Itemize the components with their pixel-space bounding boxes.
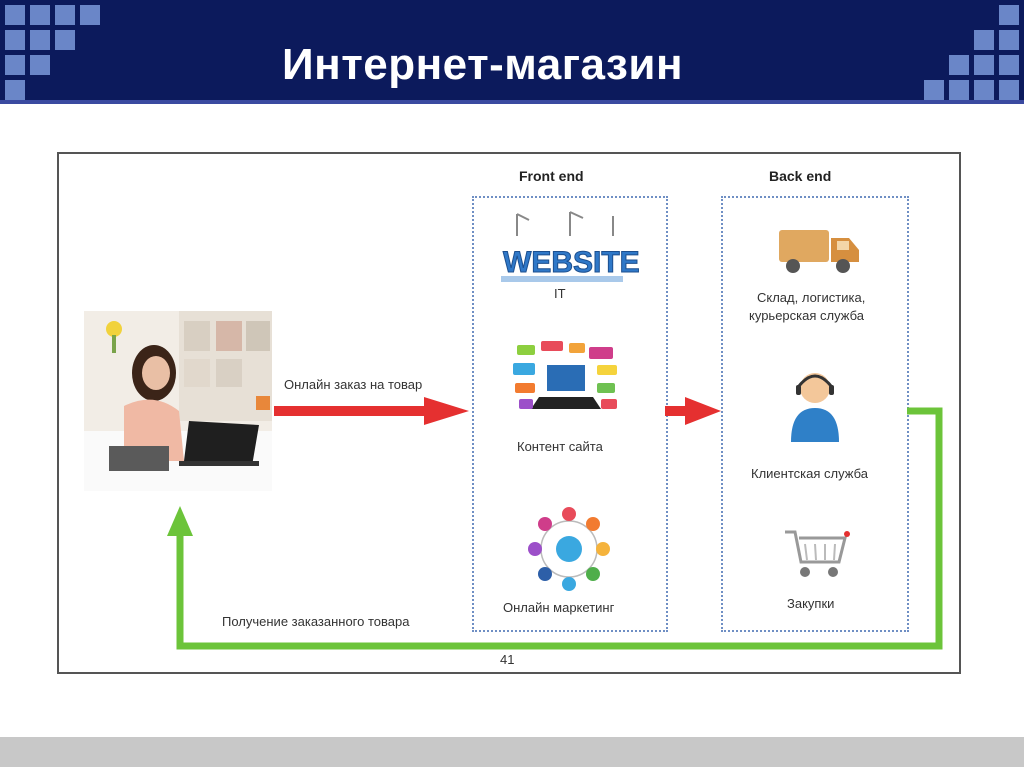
decor-square xyxy=(80,5,100,25)
decor-square xyxy=(5,55,25,75)
website-icon: WEBSITE xyxy=(501,211,640,282)
decor-square xyxy=(974,80,994,100)
decor-square xyxy=(30,30,50,50)
handoff-arrow-shaft xyxy=(665,406,685,416)
woman-laptop-photo xyxy=(84,311,272,491)
network-icon xyxy=(528,507,610,591)
decor-square xyxy=(5,5,25,25)
order-arrow-label: Онлайн заказ на товар xyxy=(284,377,423,392)
back-end-item-label-warehouse-line1: Склад, логистика, xyxy=(757,290,866,305)
truck-icon xyxy=(779,230,859,273)
decor-square xyxy=(55,30,75,50)
decor-square xyxy=(974,30,994,50)
decor-square xyxy=(5,80,25,100)
slide-header: Интернет-магазин xyxy=(0,0,1024,100)
handoff-arrow-head xyxy=(685,397,721,425)
return-arrow-head xyxy=(167,506,193,536)
decor-square xyxy=(974,55,994,75)
flow-arrows xyxy=(167,397,943,650)
page-number: 41 xyxy=(500,652,515,667)
shopping-cart-icon xyxy=(785,530,850,577)
decor-square xyxy=(999,80,1019,100)
slide-title: Интернет-магазин xyxy=(282,40,684,89)
header-divider xyxy=(0,100,1024,104)
back-end-item-label-support: Клиентская служба xyxy=(751,466,868,481)
back-end-title: Back end xyxy=(769,168,832,184)
decor-square xyxy=(55,5,75,25)
front-end-item-label-it: IT xyxy=(554,286,566,301)
front-end-title: Front end xyxy=(519,168,584,184)
customer-photo xyxy=(84,311,272,491)
decor-square xyxy=(949,80,969,100)
front-end-item-label-content: Контент сайта xyxy=(517,439,603,454)
footer-bar xyxy=(0,737,1024,767)
decor-square xyxy=(999,55,1019,75)
receive-arrow-label: Получение заказанного товара xyxy=(222,614,410,629)
back-end-item-label-purchasing: Закупки xyxy=(787,596,835,611)
order-arrow-shaft xyxy=(274,406,424,416)
decor-square xyxy=(999,5,1019,25)
decor-square xyxy=(5,30,25,50)
return-arrow-line xyxy=(176,407,943,650)
decor-square xyxy=(999,30,1019,50)
decor-square xyxy=(30,5,50,25)
website-logo-text: WEBSITE xyxy=(503,246,640,279)
front-end-item-label-marketing: Онлайн маркетинг xyxy=(503,600,615,615)
decor-square xyxy=(30,55,50,75)
back-end-item-label-warehouse-line2: курьерская служба xyxy=(749,308,864,323)
support-agent-icon xyxy=(791,373,839,442)
decor-square xyxy=(949,55,969,75)
decor-square xyxy=(924,80,944,100)
order-arrow-head xyxy=(424,397,469,425)
diagram-frame: Front end Back end xyxy=(57,152,961,674)
content-bubbles-icon xyxy=(513,341,617,409)
